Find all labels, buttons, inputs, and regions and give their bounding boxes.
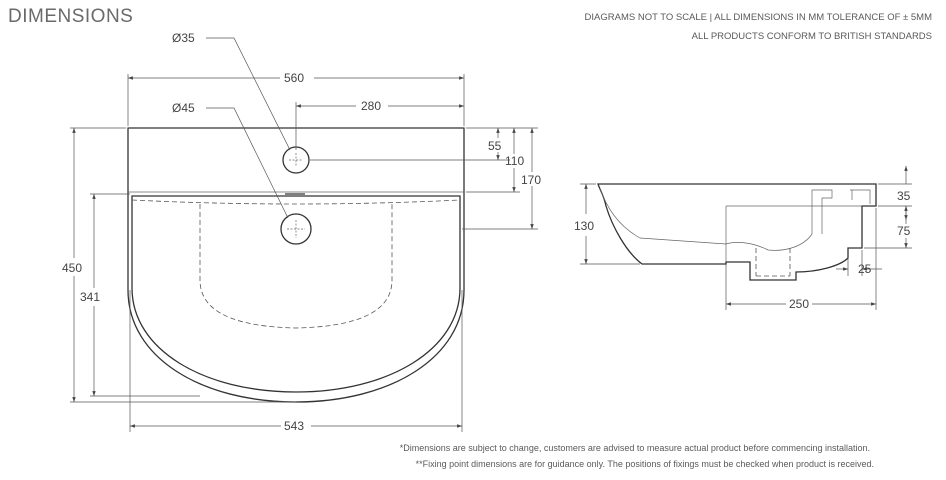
footnote-fixings: **Fixing point dimensions are for guidan… [415,459,874,469]
hidden-inner-bowl-dashed [199,204,393,329]
label-hole-45: Ø45 [172,101,195,115]
waste-hole [280,213,312,245]
leader-45 [206,107,289,219]
leader-35 [206,37,291,151]
label-height-341: 341 [80,290,100,304]
hidden-bowl-dashed [131,199,461,205]
basin-inner-outline [131,195,461,393]
label-depth-110: 110 [505,154,524,168]
front-view: Ø35 Ø45 560 280 55 110 170 450 341 543 [62,31,541,433]
section-outline [597,183,877,281]
label-offset-25: 25 [858,262,872,276]
label-width-560: 560 [284,71,304,85]
scale-note: DIAGRAMS NOT TO SCALE | ALL DIMENSIONS I… [584,12,932,23]
label-depth-35: 35 [897,189,911,203]
label-offset-280: 280 [361,99,381,113]
tap-hole [282,146,310,174]
section-right-lip [850,189,871,204]
label-depth-170: 170 [521,173,541,187]
page-title: DIMENSIONS [8,6,134,27]
section-inner-line [599,187,833,251]
label-height-130: 130 [574,219,594,233]
side-view: 130 35 75 25 250 [574,166,912,311]
label-tap-55: 55 [488,139,502,153]
label-height-450: 450 [62,261,82,275]
waste-outlet [755,248,791,277]
label-depth-75: 75 [897,224,911,238]
footnote-dimensions: *Dimensions are subject to change, custo… [399,443,870,453]
label-width-543: 543 [284,419,304,433]
standards-note: ALL PRODUCTS CONFORM TO BRITISH STANDARD… [691,31,932,42]
basin-outer-outline [127,127,465,403]
label-width-250: 250 [789,297,809,311]
label-hole-35: Ø35 [172,31,195,45]
